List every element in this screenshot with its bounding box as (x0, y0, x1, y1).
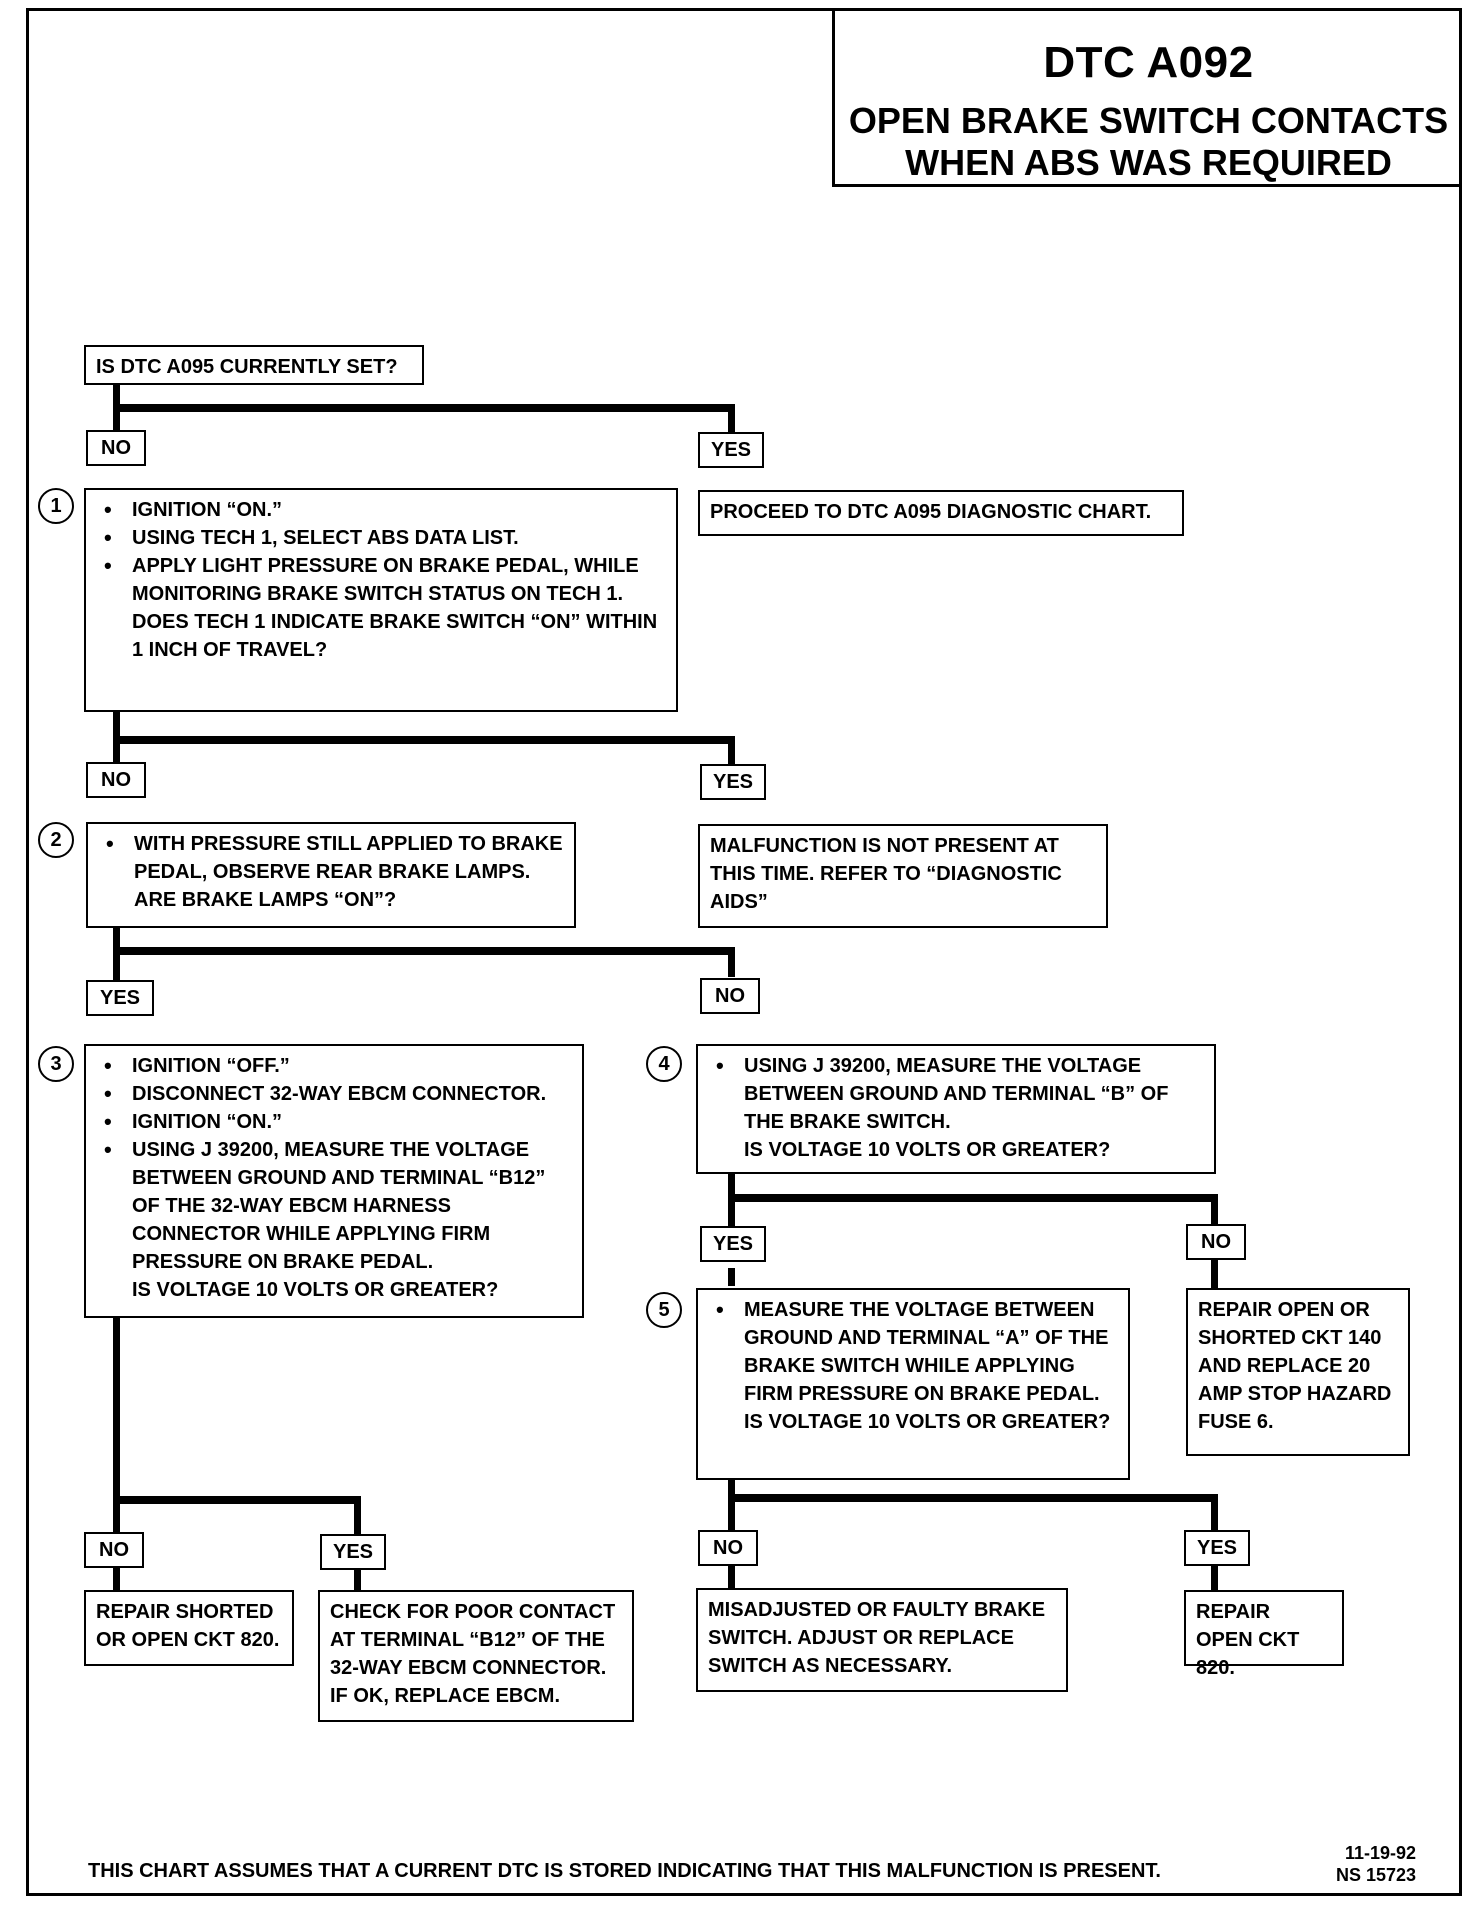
step-number-1: 1 (38, 488, 74, 524)
step-5-question: IS VOLTAGE 10 VOLTS OR GREATER? (744, 1411, 1111, 1433)
step-3-bullet: IGNITION “OFF.” (96, 1052, 572, 1080)
document-date: 11-19-92 (1345, 1843, 1417, 1863)
step-3-bullet: DISCONNECT 32-WAY EBCM CONNECTOR. (96, 1080, 572, 1108)
title-line-2: WHEN ABS WAS REQUIRED (905, 142, 1392, 183)
result-check-contact: CHECK FOR POOR CONTACT AT TERMINAL “B12”… (318, 1590, 634, 1722)
no-tag: NO (1186, 1224, 1246, 1260)
no-tag: NO (86, 762, 146, 798)
no-tag: NO (700, 978, 760, 1014)
connector (728, 1566, 735, 1592)
result-proceed-a095: PROCEED TO DTC A095 DIAGNOSTIC CHART. (698, 490, 1184, 536)
step-3-question: IS VOLTAGE 10 VOLTS OR GREATER? (132, 1279, 499, 1301)
connector (728, 404, 735, 434)
connector (1211, 1248, 1218, 1288)
connector (728, 736, 735, 766)
result-check-contact-text: CHECK FOR POOR CONTACT AT TERMINAL “B12”… (330, 1601, 616, 1707)
step-2-box: WITH PRESSURE STILL APPLIED TO BRAKE PED… (86, 822, 576, 928)
document-ref: NS 15723 (1336, 1865, 1417, 1885)
result-repair-ckt140-text: REPAIR OPEN OR SHORTED CKT 140 AND REPLA… (1198, 1299, 1392, 1433)
connector (728, 1268, 735, 1286)
connector (728, 1478, 735, 1538)
result-not-present-text: MALFUNCTION IS NOT PRESENT AT THIS TIME.… (710, 835, 1062, 913)
result-repair-ckt140: REPAIR OPEN OR SHORTED CKT 140 AND REPLA… (1186, 1288, 1410, 1456)
connector (1211, 1566, 1218, 1592)
result-proceed-a095-text: PROCEED TO DTC A095 DIAGNOSTIC CHART. (710, 501, 1152, 523)
step-5-bullet: MEASURE THE VOLTAGE BETWEEN GROUND AND T… (708, 1296, 1118, 1408)
title-block: DTC A092 OPEN BRAKE SWITCH CONTACTS WHEN… (832, 8, 1462, 187)
footer-note: THIS CHART ASSUMES THAT A CURRENT DTC IS… (88, 1860, 1161, 1882)
connector (1211, 1194, 1218, 1228)
yes-tag: YES (700, 764, 766, 800)
step-4-box: USING J 39200, MEASURE THE VOLTAGE BETWE… (696, 1044, 1216, 1174)
step-1-bullet: APPLY LIGHT PRESSURE ON BRAKE PEDAL, WHI… (96, 552, 666, 608)
connector (113, 1316, 120, 1548)
step-4-question: IS VOLTAGE 10 VOLTS OR GREATER? (744, 1139, 1111, 1161)
result-repair-ckt820-shorted: REPAIR SHORTED OR OPEN CKT 820. (84, 1590, 294, 1666)
yes-tag: YES (320, 1534, 386, 1570)
yes-tag: YES (700, 1226, 766, 1262)
no-tag: NO (84, 1532, 144, 1568)
step-1-box: IGNITION “ON.” USING TECH 1, SELECT ABS … (84, 488, 678, 712)
connector (113, 384, 120, 444)
step-3-box: IGNITION “OFF.” DISCONNECT 32-WAY EBCM C… (84, 1044, 584, 1318)
connector (728, 947, 735, 977)
step-1-bullet: USING TECH 1, SELECT ABS DATA LIST. (96, 524, 666, 552)
result-misadjusted-text: MISADJUSTED OR FAULTY BRAKE SWITCH. ADJU… (708, 1599, 1046, 1677)
no-tag: NO (86, 430, 146, 466)
result-repair-ckt820-open-text: REPAIR OPEN CKT 820. (1196, 1601, 1300, 1679)
result-misadjusted: MISADJUSTED OR FAULTY BRAKE SWITCH. ADJU… (696, 1588, 1068, 1692)
start-question-box: IS DTC A095 CURRENTLY SET? (84, 345, 424, 385)
title-line-1: OPEN BRAKE SWITCH CONTACTS (848, 100, 1449, 141)
step-number-5: 5 (646, 1292, 682, 1328)
result-not-present: MALFUNCTION IS NOT PRESENT AT THIS TIME.… (698, 824, 1108, 928)
step-3-bullet: USING J 39200, MEASURE THE VOLTAGE BETWE… (96, 1136, 572, 1276)
connector (354, 1570, 361, 1592)
connector (728, 1172, 735, 1244)
step-1-bullet: IGNITION “ON.” (96, 496, 666, 524)
step-5-box: MEASURE THE VOLTAGE BETWEEN GROUND AND T… (696, 1288, 1130, 1480)
connector (113, 1496, 361, 1504)
connector (354, 1496, 361, 1534)
connector (1211, 1494, 1218, 1532)
result-repair-ckt820-shorted-text: REPAIR SHORTED OR OPEN CKT 820. (96, 1601, 280, 1651)
connector (728, 1494, 1218, 1502)
connector (113, 1568, 120, 1592)
step-number-3: 3 (38, 1046, 74, 1082)
step-1-question: DOES TECH 1 INDICATE BRAKE SWITCH “ON” W… (132, 611, 658, 661)
no-tag: NO (698, 1530, 758, 1566)
yes-tag: YES (1184, 1530, 1250, 1566)
connector (113, 736, 735, 744)
step-number-2: 2 (38, 822, 74, 858)
result-repair-ckt820-open: REPAIR OPEN CKT 820. (1184, 1590, 1344, 1679)
step-3-bullet: IGNITION “ON.” (96, 1108, 572, 1136)
step-2-question: ARE BRAKE LAMPS “ON”? (134, 889, 397, 911)
document-code: 11-19-92 NS 15723 (1336, 1842, 1416, 1886)
dtc-code: DTC A092 (1043, 38, 1254, 87)
yes-tag: YES (698, 432, 764, 468)
connector (113, 947, 735, 955)
connector (113, 404, 735, 412)
page-frame (26, 8, 1462, 1896)
connector (113, 926, 120, 986)
yes-tag: YES (86, 980, 154, 1016)
start-question: IS DTC A095 CURRENTLY SET? (96, 356, 398, 378)
step-number-4: 4 (646, 1046, 682, 1082)
step-4-bullet: USING J 39200, MEASURE THE VOLTAGE BETWE… (708, 1052, 1204, 1136)
connector (728, 1194, 1218, 1202)
step-2-bullet: WITH PRESSURE STILL APPLIED TO BRAKE PED… (98, 830, 564, 886)
